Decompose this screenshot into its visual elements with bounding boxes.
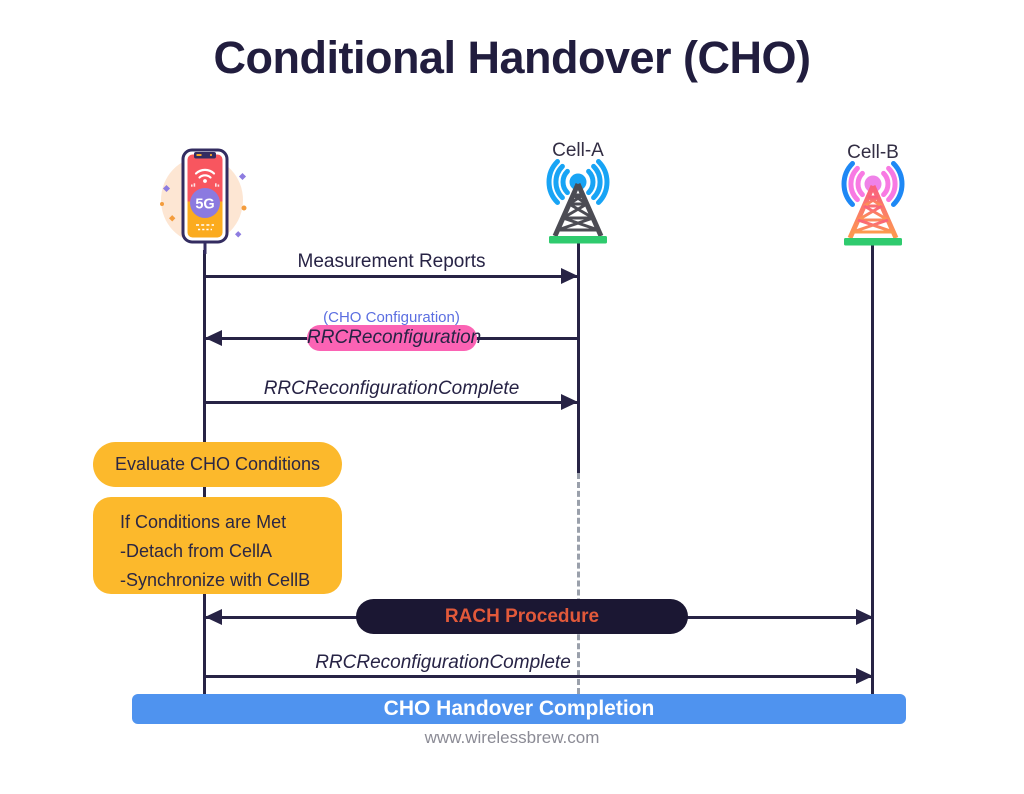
msg-measurement-reports-arrow (205, 275, 578, 278)
ue-actor: 5G (156, 146, 254, 254)
conditions-line-3: -Synchronize with CellB (120, 570, 311, 590)
msg-rrcreconfiguration-label: RRCReconfiguration (307, 325, 481, 351)
cho-conditions-note: If Conditions are Met -Detach from CellA… (93, 497, 342, 594)
cell-a-lifeline-solid (577, 242, 580, 473)
conditions-line-1: If Conditions are Met (120, 512, 287, 532)
arrowhead-left-icon (205, 330, 222, 346)
cho-handover-completion-banner: CHO Handover Completion (132, 694, 906, 724)
conditions-line-2: -Detach from CellA (120, 541, 273, 561)
msg-cho-configuration-note: (CHO Configuration) (323, 309, 460, 326)
page-title: Conditional Handover (CHO) (213, 32, 811, 83)
cell-a-actor (520, 158, 636, 246)
cell-a-lifeline-dashed (577, 473, 580, 694)
5g-phone-icon: 5G (160, 148, 247, 254)
arrowhead-right-icon (856, 609, 873, 625)
cell-b-actor (815, 160, 931, 248)
arrowhead-left-icon (205, 609, 222, 625)
msg-rrcreconfigurationcomplete-b-arrow (205, 675, 873, 678)
cell-a-label: Cell-A (552, 140, 604, 161)
cell-b-label: Cell-B (847, 142, 899, 163)
arrowhead-right-icon (856, 668, 873, 684)
msg-measurement-reports-label: Measurement Reports (297, 251, 486, 272)
arrowhead-right-icon (561, 268, 578, 284)
msg-rach-procedure-label: RACH Procedure (356, 599, 688, 634)
wifi-icon (194, 168, 216, 179)
cell-tower-b-icon (841, 161, 905, 246)
msg-rrcreconfigurationcomplete-a-arrow (205, 401, 578, 404)
cell-tower-a-icon (546, 159, 610, 244)
evaluate-cho-conditions-note: Evaluate CHO Conditions (93, 442, 342, 487)
msg-rrcreconfigurationcomplete-b-label: RRCReconfigurationComplete (315, 652, 571, 673)
arrowhead-right-icon (561, 394, 578, 410)
website-footer: www.wirelessbrew.com (424, 728, 600, 747)
msg-rrcreconfigurationcomplete-a-label: RRCReconfigurationComplete (263, 378, 520, 399)
cell-b-lifeline (871, 244, 874, 694)
phone-screen-label: 5G (195, 197, 214, 213)
